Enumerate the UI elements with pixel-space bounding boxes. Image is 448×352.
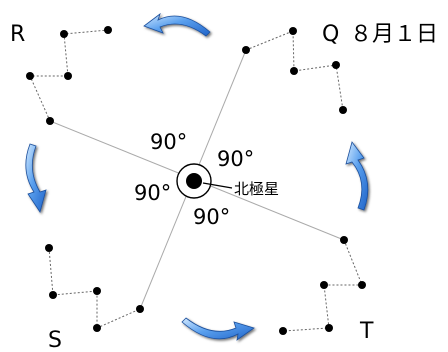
constellation-s (45, 244, 144, 332)
bullseye-star-icon (176, 163, 212, 199)
constellation-r (26, 26, 112, 125)
rotation-arrows (25, 12, 369, 341)
curved-arrow-icon-bottom (181, 317, 255, 341)
label-date: ８月１日 (350, 22, 438, 47)
angle-label-bottom: 90° (193, 205, 230, 229)
angle-label-left: 90° (134, 181, 171, 205)
polaris-leader-line (202, 182, 233, 189)
curved-arrow-icon-right (345, 141, 369, 211)
constellation-t (279, 236, 366, 335)
label-q: Q (322, 22, 339, 47)
label-t: T (359, 319, 374, 344)
label-s: S (48, 328, 62, 352)
curved-arrow-icon-left (25, 143, 47, 213)
label-polaris: 北極星 (234, 180, 279, 198)
angle-label-top: 90° (150, 130, 187, 154)
curved-arrow-icon-top (143, 12, 211, 37)
label-r: R (10, 22, 25, 47)
angle-label-right: 90° (217, 147, 254, 171)
constellation-q (242, 27, 347, 114)
